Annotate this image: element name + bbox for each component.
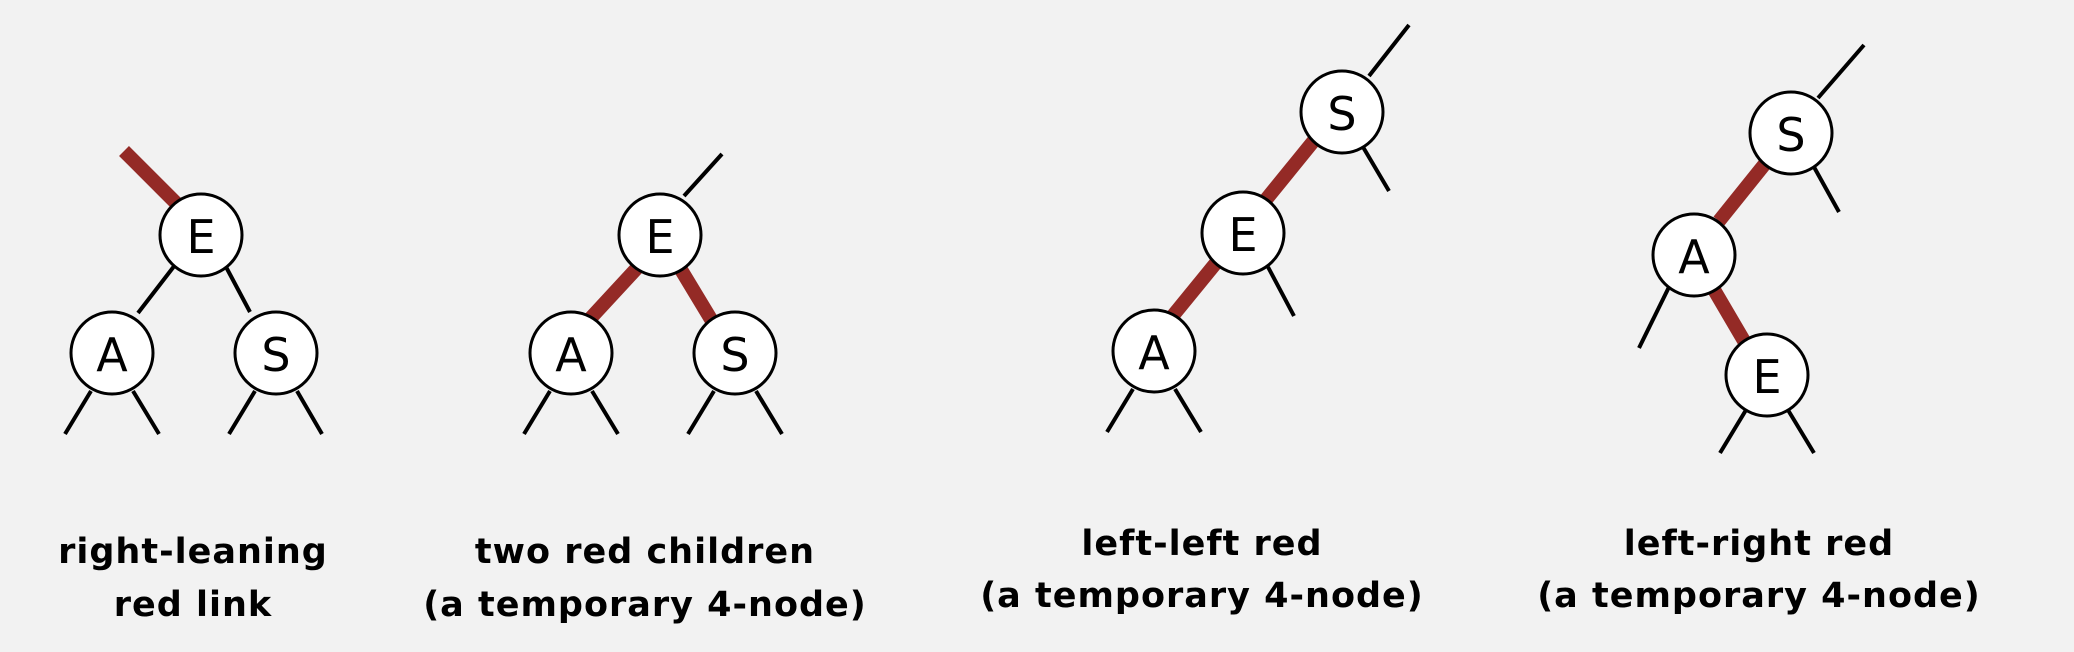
red-link-S-A <box>1713 155 1774 226</box>
link-parent-S <box>1367 23 1411 78</box>
red-link-S-E <box>1258 133 1322 207</box>
node-label: E <box>1228 208 1257 262</box>
caption-line-1: two red children <box>475 532 815 572</box>
null-link-S-right <box>754 389 784 436</box>
link-E-S <box>223 264 252 313</box>
link-parent-E <box>682 152 724 198</box>
diagram-left-left-red: S E A left-left red (a temporary 4-node) <box>980 23 1424 616</box>
node-label: A <box>1138 326 1170 380</box>
diagram-two-red-children: E A S two red children (a temporary 4-no… <box>423 152 867 625</box>
caption-line-1: left-right red <box>1624 524 1894 564</box>
caption-line-1: left-left red <box>1081 524 1322 564</box>
red-link-E-A <box>582 263 643 326</box>
red-link-E-A <box>1165 253 1226 323</box>
null-link-S-right <box>295 389 324 436</box>
diagram-right-leaning-red-link: E A S right-leaning red link <box>58 146 328 625</box>
link-parent-S <box>1816 43 1866 100</box>
caption-line-2: (a temporary 4-node) <box>423 585 867 625</box>
caption-line-2: (a temporary 4-node) <box>980 576 1424 616</box>
node-label: E <box>645 210 674 264</box>
caption-line-2: (a temporary 4-node) <box>1537 576 1981 616</box>
node-label: A <box>555 328 587 382</box>
null-link-A-left <box>63 389 93 436</box>
red-link-E-S <box>674 264 718 325</box>
caption-line-2: red link <box>114 585 272 625</box>
node-E: E <box>1200 190 1286 276</box>
node-A: A <box>528 310 614 396</box>
node-E: E <box>1724 332 1810 418</box>
diagram-left-right-red: S A E left-right red (a temporary 4-node… <box>1537 43 1981 616</box>
caption-line-1: right-leaning <box>58 532 328 572</box>
node-label: A <box>1678 230 1710 284</box>
node-label: E <box>1752 350 1781 404</box>
link-E-A <box>136 263 177 315</box>
node-label: A <box>96 328 128 382</box>
node-label: S <box>1776 108 1805 162</box>
null-link-A-left <box>522 389 552 436</box>
red-link-parent-E <box>119 146 183 210</box>
node-label: S <box>261 328 290 382</box>
node-A: A <box>1651 212 1737 298</box>
node-E: E <box>617 192 703 278</box>
node-label: S <box>1327 87 1356 141</box>
node-S: S <box>1748 90 1834 176</box>
null-link-A-right <box>590 389 620 436</box>
null-link-A-right <box>131 389 161 436</box>
node-S: S <box>1299 69 1385 155</box>
null-link-S-left <box>227 389 257 436</box>
node-A: A <box>1111 308 1197 394</box>
null-link-E-right <box>1266 266 1296 317</box>
node-label: S <box>720 328 749 382</box>
node-E: E <box>158 192 244 278</box>
null-link-E-right <box>1786 408 1816 455</box>
null-link-S-right <box>1812 166 1841 213</box>
red-link-A-E <box>1706 284 1754 350</box>
node-S: S <box>233 310 319 396</box>
node-label: E <box>186 210 215 264</box>
null-link-A-left <box>1637 286 1671 349</box>
null-link-E-left <box>1718 408 1748 455</box>
null-link-S-right <box>1361 145 1391 193</box>
null-link-A-left <box>1105 387 1135 434</box>
node-S: S <box>692 310 778 396</box>
null-link-A-right <box>1173 387 1203 434</box>
node-A: A <box>69 310 155 396</box>
null-link-S-left <box>686 389 716 436</box>
